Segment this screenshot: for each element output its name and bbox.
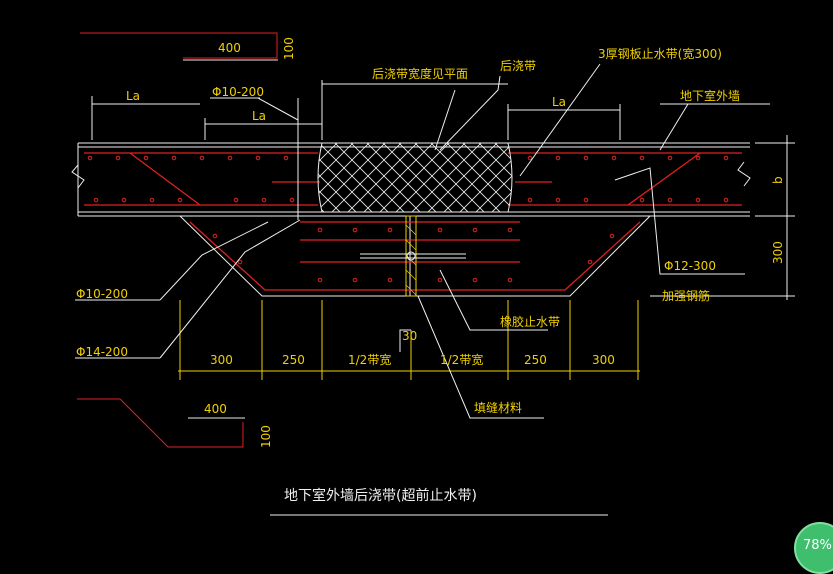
dim-30-label: 30: [402, 329, 417, 343]
rebar-dots: [87, 155, 729, 283]
dim-100-bottom-label: 100: [259, 425, 273, 448]
leader-lines: [75, 63, 770, 516]
zoom-level-badge[interactable]: 78%: [794, 522, 833, 574]
break-symbol-right: [737, 161, 751, 187]
bottom-dim-5: 300: [592, 353, 615, 367]
rebar-phi10-top-label: Φ10-200: [212, 85, 264, 99]
bottom-dim-4: 250: [524, 353, 547, 367]
dim-b-label: b: [771, 176, 785, 184]
rubber-waterstop-label: 橡胶止水带: [500, 314, 560, 329]
dim-400-bottom-label: 400: [204, 402, 227, 416]
dim-100-top-label: 100: [282, 37, 296, 60]
la-left-label: La: [126, 89, 140, 103]
bottom-dim-3: 1/2带宽: [440, 352, 483, 367]
joint-filler-label: 填缝材料: [474, 400, 522, 415]
la-mid-label: La: [252, 109, 266, 123]
dim-300-right-label: 300: [771, 241, 785, 264]
joint-filler-strip: [405, 215, 417, 297]
bottom-dim-2: 1/2带宽: [348, 352, 391, 367]
right-dims: [650, 135, 795, 300]
cad-drawing-canvas: 400 100 400 100 后浇带宽度见平面 后浇带 3厚钢板止水带(宽30…: [71, 32, 795, 516]
basement-outer-wall-label: 地下室外墙: [680, 88, 740, 103]
rebar-phi12-label: Φ12-300: [664, 259, 716, 273]
la-dimensions: [91, 80, 621, 220]
reinforcing-bars-label: 加强钢筋: [662, 288, 710, 303]
dim-400-bottom-group: [77, 398, 244, 448]
post-pour-width-note: 后浇带宽度见平面: [372, 66, 468, 81]
post-pour-band-label: 后浇带: [500, 59, 536, 73]
bottom-dim-chain: [178, 300, 640, 380]
bottom-dim-0: 300: [210, 353, 233, 367]
bottom-dim-1: 250: [282, 353, 305, 367]
rebar-phi10-left-label: Φ10-200: [76, 287, 128, 301]
rebar-phi14-label: Φ14-200: [76, 345, 128, 359]
steel-plate-waterstop-label: 3厚钢板止水带(宽300): [598, 46, 722, 61]
la-right-label: La: [552, 95, 566, 109]
drawing-title: 地下室外墙后浇带(超前止水带): [284, 487, 477, 504]
rebar-lines: [84, 152, 742, 291]
break-symbol-left: [71, 164, 85, 189]
post-pour-band-hatch: [317, 142, 513, 213]
dim-400-top-label: 400: [218, 41, 241, 55]
rubber-waterstop-shape: [360, 251, 466, 261]
dim-400-top-group: [80, 32, 278, 59]
